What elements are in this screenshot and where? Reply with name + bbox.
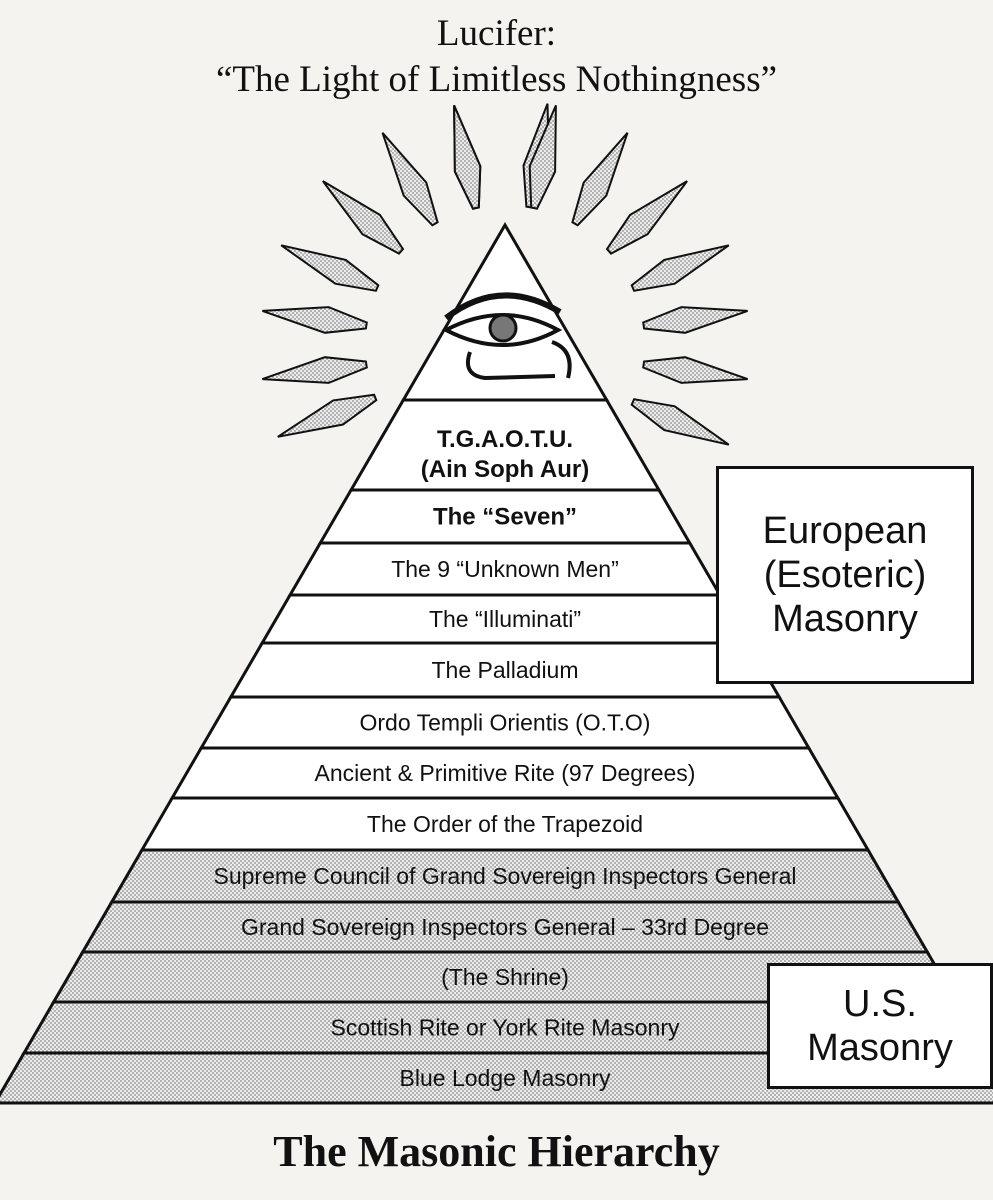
ray-icon [453,105,482,210]
us-masonry-box: U.S. Masonry [767,963,993,1089]
ray-icon [605,180,688,255]
tier-band [0,1051,993,1105]
ray-icon [630,398,730,446]
ray-icon [642,356,748,384]
tier-label: The “Illuminati” [429,606,581,632]
ray-icon [262,306,368,334]
european-line-1: European [762,510,928,552]
us-line-1: U.S. [843,983,917,1025]
european-masonry-box: European (Esoteric) Masonry [716,466,974,684]
ray-icon [630,244,730,292]
ray-icon [528,105,557,210]
tier-label: (Ain Soph Aur) [421,456,589,483]
tier-label: Ordo Templi Orientis (O.T.O) [360,710,651,736]
pyramid-tiers: T.G.A.O.T.U. (Ain Soph Aur) The “Seven” The… [0,398,993,1105]
tier-label: Ancient & Primitive Rite (97 Degrees) [315,760,696,786]
ray-icon [642,306,748,334]
ray-icon [277,393,378,438]
all-seeing-eye-icon [400,222,610,402]
european-line-2: (Esoteric) [763,554,927,596]
us-line-2: Masonry [807,1027,953,1069]
ray-icon [322,180,405,255]
tier-label: The “Seven” [433,504,577,531]
tier-label: The Palladium [431,657,578,683]
european-line-3: Masonry [772,598,918,640]
tier-label: Grand Sovereign Inspectors General – 33r… [241,914,769,940]
ray-icon [280,244,380,292]
tier-label: Supreme Council of Grand Sovereign Inspe… [214,863,797,889]
header-line-2: “The Light of Limitless Nothingness” [215,59,778,100]
header-line-1: Lucifer: [436,13,557,54]
diagram-caption: The Masonic Hierarchy [273,1127,720,1176]
tier-label: T.G.A.O.T.U. [437,426,573,453]
tier-label: Scottish Rite or York Rite Masonry [331,1015,680,1041]
radiating-rays-icon [262,103,748,446]
tier-label: (The Shrine) [441,964,569,990]
tier-label: The Order of the Trapezoid [367,811,643,837]
ray-icon [262,356,368,384]
ray-icon [381,132,439,227]
tier-label: The 9 “Unknown Men” [391,556,619,582]
tier-label: Blue Lodge Masonry [400,1065,611,1091]
ray-icon [571,132,629,227]
